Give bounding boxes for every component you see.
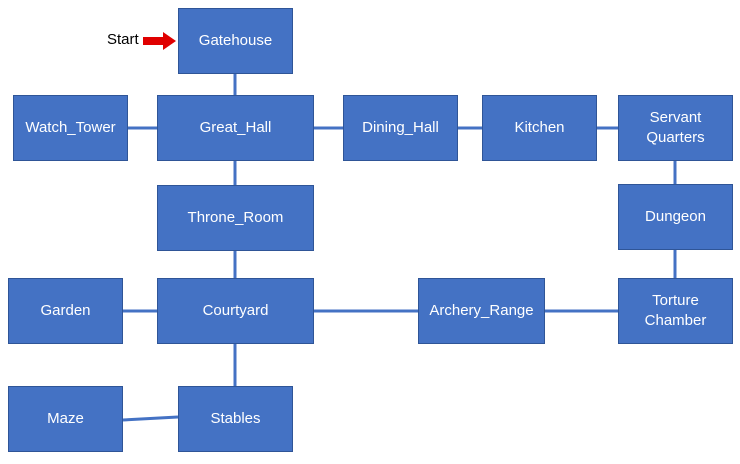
room-archery-range: Archery_Range: [418, 278, 545, 344]
start-arrow-icon: [143, 32, 176, 50]
room-courtyard: Courtyard: [157, 278, 314, 344]
room-maze: Maze: [8, 386, 123, 452]
room-dining-hall: Dining_Hall: [343, 95, 458, 161]
room-watch-tower: Watch_Tower: [13, 95, 128, 161]
room-dungeon: Dungeon: [618, 184, 733, 250]
room-torture-chamber: Torture Chamber: [618, 278, 733, 344]
connector-maze-stables: [122, 415, 179, 422]
room-gatehouse: Gatehouse: [178, 8, 293, 74]
room-stables: Stables: [178, 386, 293, 452]
room-kitchen: Kitchen: [482, 95, 597, 161]
start-label: Start: [107, 31, 139, 48]
room-servant-quarters: Servant Quarters: [618, 95, 733, 161]
room-great-hall: Great_Hall: [157, 95, 314, 161]
room-garden: Garden: [8, 278, 123, 344]
room-throne-room: Throne_Room: [157, 185, 314, 251]
